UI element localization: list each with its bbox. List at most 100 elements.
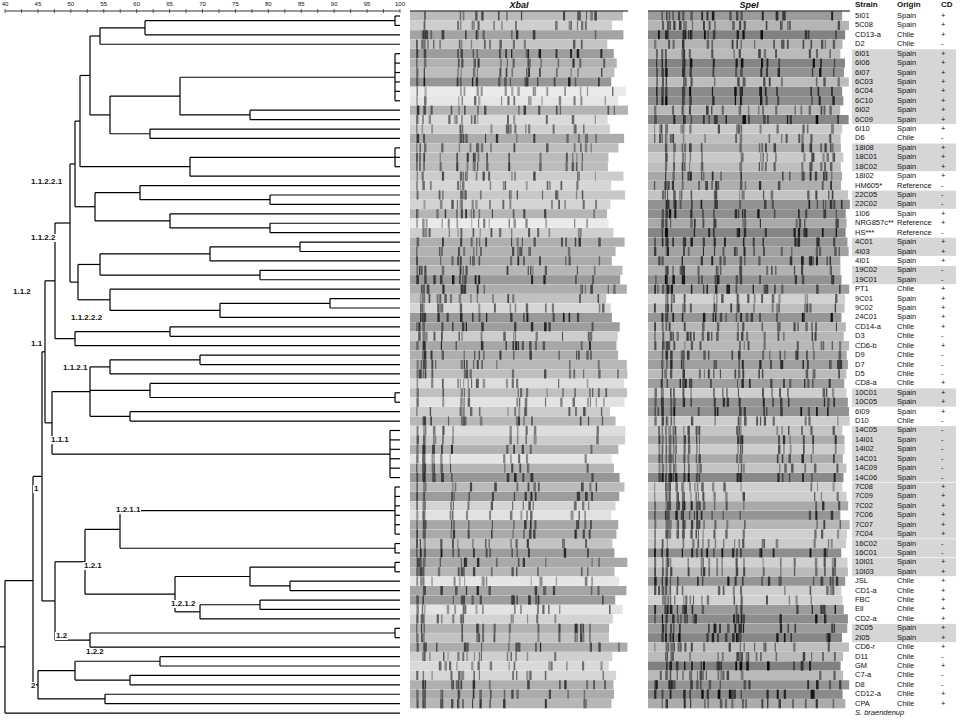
gel-band [739,341,741,350]
gel-band [599,303,601,312]
gel-band [515,341,517,350]
gel-band [815,322,817,331]
dendrogram-branch [394,628,395,637]
gel-band [511,228,512,237]
gel-band [740,96,741,105]
gel-band [837,416,838,425]
shaded-group [852,238,956,256]
gel-band [690,30,692,39]
gel-band [519,398,521,407]
gel-lane [410,106,628,115]
dendrogram-branch [77,264,78,299]
gel-band [569,256,571,265]
gel-band [662,77,664,86]
gel-band [447,313,449,322]
gel-band [562,388,564,397]
gel-band [654,332,656,341]
gel-band [439,294,441,303]
gel-band [813,351,815,360]
gel-band [780,21,782,30]
gel-band [699,369,701,378]
gel-band [682,124,685,133]
gel-band [764,332,766,341]
gel-band [682,275,685,284]
gel-band [683,134,684,143]
gel-band [816,77,818,86]
gel-band [825,40,826,49]
gel-band [799,219,801,228]
gel-band [464,351,465,360]
gel-band [419,266,421,275]
gel-band [739,360,740,369]
gel-band [573,369,575,378]
dendrogram-branch [70,282,78,283]
gel-band [710,379,711,388]
gel-band [772,294,774,303]
gel-band [543,341,545,350]
gel-band [714,247,715,256]
gel-band [523,313,524,322]
gel-band [486,313,487,322]
gel-band [665,294,667,303]
gel-band [662,59,663,68]
gel-band [467,153,469,162]
gel-band [665,153,668,162]
gel-band [423,153,425,162]
lane-background [410,209,607,218]
gel-band [531,322,533,331]
gel-band [762,322,764,331]
gel-band [835,219,837,228]
dendrogram-branch [395,15,400,16]
gel-band [462,124,464,133]
gel-band [451,106,453,115]
gel-band [423,360,425,369]
lane-background [410,87,626,96]
gel-band [572,153,573,162]
dendrogram-branch [0,646,5,647]
dendrogram-branch [395,53,400,54]
gel-lane [648,332,844,341]
gel-band [590,285,593,294]
dendrogram-branch [109,360,110,374]
gel-band [662,209,664,218]
scale-tick [301,9,302,13]
gel-band [832,341,833,350]
gel-band [802,313,803,322]
gel-band [528,68,530,77]
gel-band [812,379,814,388]
gel-band [787,115,788,124]
gel-band [787,21,789,30]
gel-band [670,332,673,341]
gel-band [463,247,465,256]
gel-band [525,124,526,133]
dendrogram-branch [395,552,400,553]
gel-band [794,237,796,246]
gel-band [433,40,434,49]
gel-band [675,200,676,209]
gel-band [471,209,472,218]
gel-band [811,153,813,162]
gel-band [460,11,461,20]
gel-band [424,49,427,58]
gel-band [461,285,463,294]
gel-band [506,68,508,77]
gel-band [571,68,572,77]
gel-band [598,369,600,378]
gel-band [529,351,531,360]
gel-lane [410,153,608,162]
gel-band [528,124,530,133]
gel-band [671,285,673,294]
gel-band [475,275,477,284]
gel-band [442,190,444,199]
gel-band [707,30,708,39]
gel-band [744,228,746,237]
gel-lane [410,247,616,256]
gel-band [547,388,548,397]
gel-band [825,200,826,209]
lane-background [648,96,843,105]
gel-band [748,115,749,124]
gel-lane [648,237,847,246]
gel-band [589,341,591,350]
gel-band [694,228,695,237]
